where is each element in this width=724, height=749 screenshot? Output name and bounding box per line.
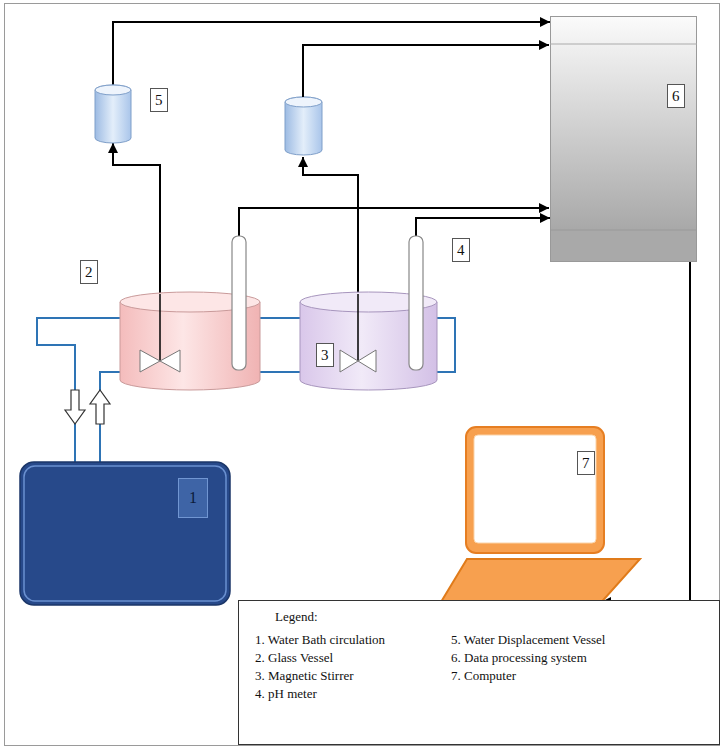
vessel-rim — [120, 292, 260, 312]
signal-arrow — [416, 218, 550, 236]
laptop-screen — [466, 427, 604, 553]
stirrer-shaft — [357, 294, 359, 361]
flow-arrow — [90, 390, 110, 424]
legend-item: 3. Magnetic Stirrer — [255, 667, 451, 685]
bath-rim — [24, 466, 226, 601]
cylinder-rim — [95, 85, 131, 95]
probe-body — [409, 236, 423, 370]
cylinder-rim — [285, 97, 322, 107]
stirrer-shaft — [159, 294, 161, 361]
legend-item: 7. Computer — [451, 667, 719, 685]
callout-number: 3 — [316, 343, 334, 367]
legend-item: 2. Glass Vessel — [255, 649, 451, 667]
signal-arrow — [113, 143, 160, 293]
cabinet-band — [550, 44, 697, 45]
cabinet-body — [551, 17, 697, 262]
bath-body — [20, 462, 230, 605]
ph-meter: 4 — [409, 236, 423, 370]
stirrer-blade — [358, 350, 376, 372]
callout-number: 4 — [452, 238, 470, 262]
callout-number: 5 — [150, 88, 168, 112]
signal-line — [239, 208, 549, 236]
cylinder-body — [95, 85, 131, 143]
stirrer-blade — [160, 350, 180, 372]
legend-item: 1. Water Bath circulation — [255, 631, 451, 649]
water-line — [260, 317, 300, 319]
stirrer-blade — [140, 350, 160, 372]
vessel-body — [120, 302, 260, 390]
glass-vessel-shape — [120, 292, 260, 392]
signal-arrow — [601, 262, 690, 602]
callout-number: 1 — [178, 478, 208, 518]
legend-item: 4. pH meter — [255, 685, 451, 703]
callout-number: 6 — [667, 84, 685, 108]
displacement-vessel-shape — [95, 85, 131, 143]
outer-frame — [5, 4, 720, 746]
data-processing-box: 6 — [550, 16, 697, 262]
legend-item: 5. Water Displacement Vessel — [451, 631, 719, 649]
signal-arrow — [113, 22, 550, 85]
legend-title: Legend: — [275, 609, 318, 625]
ph-meter-shape — [409, 236, 423, 370]
glass-vessel: 2 — [120, 292, 260, 392]
stirrer-blade — [340, 350, 358, 372]
callout-number: 2 — [80, 260, 98, 284]
flow-arrow — [65, 390, 85, 424]
legend-box: Legend: 1. Water Bath circulation2. Glass… — [238, 600, 720, 745]
displacement-cylinder — [285, 97, 322, 155]
displacement-vessel: 5 — [95, 85, 131, 143]
legend-item: 6. Data processing system — [451, 649, 719, 667]
cabinet-base — [551, 230, 697, 262]
data-processing-box-shape — [550, 16, 697, 262]
screen-display — [474, 435, 596, 543]
callout-number: 7 — [577, 451, 595, 475]
water-bath: 1 — [20, 462, 230, 605]
ph-probe — [232, 236, 246, 370]
gas-line — [303, 157, 358, 294]
legend-list: 1. Water Bath circulation2. Glass Vessel… — [255, 631, 719, 703]
water-line — [37, 318, 120, 462]
signal-line — [303, 45, 549, 97]
